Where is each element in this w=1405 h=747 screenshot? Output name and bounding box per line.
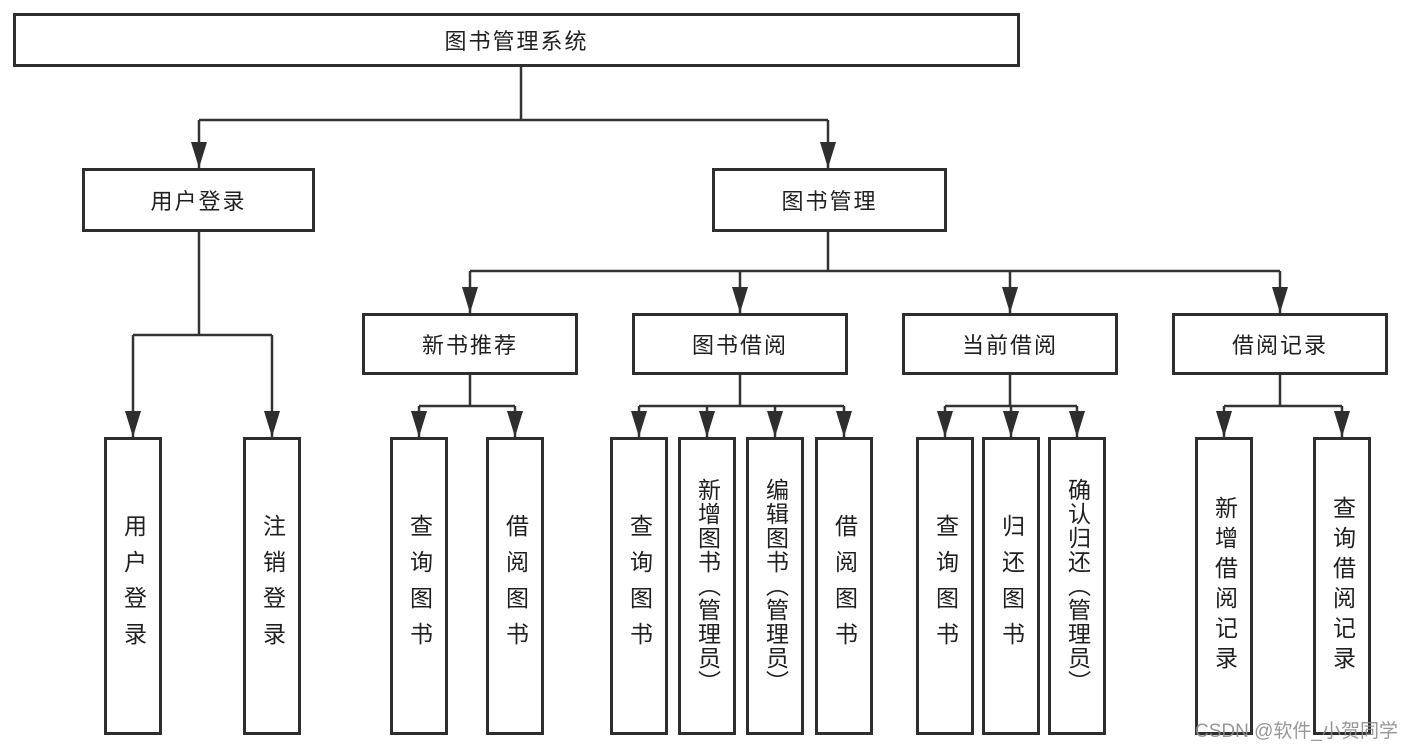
node-label: 查询图书 (932, 514, 959, 658)
node-label: 用户登录 (120, 514, 147, 658)
node-leaf-add-books-admin: 新增图书（管理员） (678, 437, 736, 735)
node-book-borrowing: 图书借阅 (632, 313, 848, 375)
node-label: 归还图书 (998, 514, 1025, 658)
node-label: 借阅记录 (1231, 333, 1328, 358)
node-new-book-recommend: 新书推荐 (362, 313, 578, 375)
node-label: 借阅图书 (831, 514, 858, 658)
node-label: 查询借阅记录 (1329, 496, 1356, 676)
node-label: 查询图书 (626, 514, 653, 658)
node-leaf-add-borrow-record: 新增借阅记录 (1195, 437, 1253, 735)
node-label: 确认归还（管理员） (1064, 478, 1091, 694)
node-leaf-return-books: 归还图书 (982, 437, 1040, 735)
node-leaf-logout: 注销登录 (243, 437, 301, 735)
node-label: 借阅图书 (502, 514, 529, 658)
node-label: 编辑图书（管理员） (762, 478, 789, 694)
node-leaf-borrow-books: 借阅图书 (815, 437, 873, 735)
node-label: 新书推荐 (421, 333, 518, 358)
connector-root-to-level2 (191, 67, 836, 168)
node-leaf-edit-books-admin: 编辑图书（管理员） (746, 437, 804, 735)
node-borrow-records: 借阅记录 (1172, 313, 1388, 375)
node-label: 查询图书 (406, 514, 433, 658)
connector-login-to-leaves (125, 232, 280, 437)
node-label: 用户登录 (150, 189, 247, 214)
node-leaf-query-books-recommend: 查询图书 (390, 437, 448, 735)
connector-newbook-to-leaves (411, 375, 523, 437)
node-system-root: 图书管理系统 (13, 13, 1020, 67)
node-leaf-query-books-borrow: 查询图书 (610, 437, 668, 735)
node-current-borrowing: 当前借阅 (902, 313, 1118, 375)
node-label: 当前借阅 (961, 333, 1058, 358)
node-user-login: 用户登录 (82, 168, 315, 232)
node-label: 图书管理系统 (444, 29, 589, 54)
node-label: 新增图书（管理员） (694, 478, 721, 694)
node-label: 新增借阅记录 (1211, 496, 1238, 676)
connector-borrow-to-leaves (631, 375, 852, 437)
node-leaf-confirm-return-admin: 确认归还（管理员） (1048, 437, 1106, 735)
node-leaf-query-books-current: 查询图书 (916, 437, 974, 735)
csdn-watermark: CSDN @软件_小贺同学 (1195, 721, 1398, 742)
connector-mgmt-to-level3 (462, 232, 1288, 313)
connector-records-to-leaves (1216, 375, 1350, 437)
node-leaf-query-borrow-record: 查询借阅记录 (1313, 437, 1371, 735)
node-leaf-borrow-books-recommend: 借阅图书 (486, 437, 544, 735)
node-label: 注销登录 (259, 514, 286, 658)
node-leaf-user-login: 用户登录 (104, 437, 162, 735)
node-label: 图书管理 (781, 189, 878, 214)
node-label: 图书借阅 (691, 333, 788, 358)
connector-current-to-leaves (937, 375, 1085, 437)
node-book-management: 图书管理 (712, 168, 947, 232)
